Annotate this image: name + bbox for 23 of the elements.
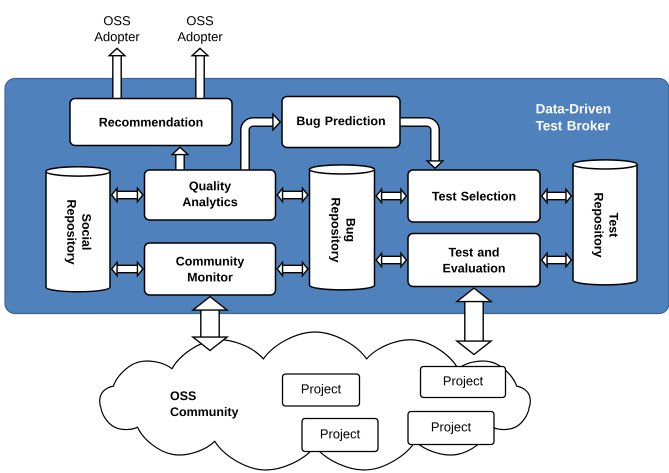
block-arrow — [540, 187, 572, 205]
block-arrow — [190, 296, 230, 352]
node-label: OSS Adopter — [94, 16, 140, 44]
process-box: Recommendation — [69, 98, 233, 146]
process-box: Bug Prediction — [281, 96, 401, 148]
block-arrow — [110, 260, 144, 278]
project-box: Project — [420, 366, 506, 398]
project-box: Project — [301, 418, 379, 452]
project-box: Project — [407, 410, 495, 446]
block-arrow — [110, 186, 144, 204]
node-label: OSS Adopter — [177, 16, 222, 44]
block-arrow — [540, 251, 572, 269]
process-box: Test Selection — [407, 169, 541, 223]
project-box: Project — [282, 373, 360, 407]
repository-cylinder: Test Repository — [572, 159, 638, 286]
block-arrow — [375, 187, 408, 205]
block-arrow — [454, 287, 494, 356]
block-arrow — [375, 251, 408, 269]
repository-cylinder: Social Repository — [45, 166, 111, 293]
block-arrow — [276, 186, 309, 204]
block-arrow — [276, 260, 309, 278]
process-box: Quality Analytics — [144, 169, 276, 221]
repository-cylinder: Bug Repository — [308, 164, 376, 291]
